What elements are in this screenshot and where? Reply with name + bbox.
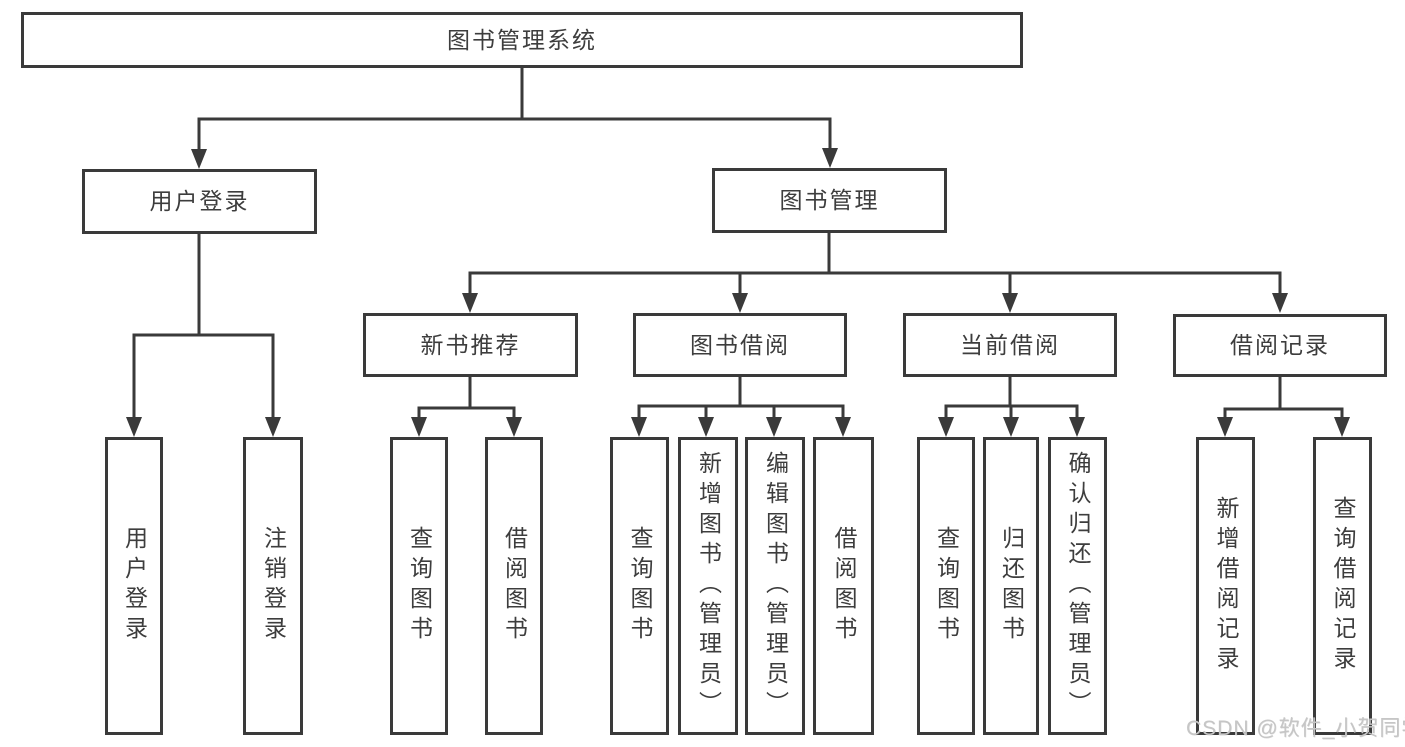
node-book-management: 图书管理 — [712, 168, 947, 233]
leaf-logout: 注销登录 — [243, 437, 303, 735]
node-label: 查询借阅记录 — [1330, 496, 1356, 676]
node-borrowing-records: 借阅记录 — [1173, 314, 1387, 377]
node-book-borrowing: 图书借阅 — [633, 313, 847, 377]
node-label: 新增借阅记录 — [1213, 496, 1239, 676]
node-label: 当前借阅 — [960, 331, 1060, 358]
node-label: 借阅图书 — [501, 526, 528, 646]
leaf-borrow-books-recommend: 借阅图书 — [485, 437, 543, 735]
node-current-borrowing: 当前借阅 — [903, 313, 1117, 377]
node-new-book-recommendation: 新书推荐 — [363, 313, 578, 377]
node-label: 图书管理 — [779, 187, 880, 213]
node-label: 归还图书 — [998, 526, 1025, 646]
leaf-query-borrow-record: 查询借阅记录 — [1313, 437, 1372, 735]
node-label: 用户登录 — [149, 188, 250, 214]
node-library-system: 图书管理系统 — [21, 12, 1023, 68]
node-label: 用户登录 — [121, 526, 148, 646]
leaf-query-books-current: 查询图书 — [917, 437, 975, 735]
leaf-edit-book-admin: 编辑图书（管理员） — [745, 437, 805, 735]
leaf-add-book-admin: 新增图书（管理员） — [678, 437, 738, 735]
node-label: 图书借阅 — [690, 331, 790, 358]
node-label: 图书管理系统 — [447, 26, 597, 53]
leaf-borrow-books-borrowing: 借阅图书 — [813, 437, 874, 735]
node-label: 查询图书 — [933, 526, 960, 646]
leaf-query-books-recommend: 查询图书 — [390, 437, 448, 735]
leaf-query-books-borrowing: 查询图书 — [610, 437, 669, 735]
node-label: 确认归还（管理员） — [1065, 451, 1091, 721]
node-label: 借阅图书 — [831, 526, 857, 646]
node-label: 注销登录 — [260, 526, 287, 646]
leaf-add-borrow-record: 新增借阅记录 — [1196, 437, 1255, 735]
node-label: 新书推荐 — [420, 331, 521, 358]
node-label: 查询图书 — [627, 526, 653, 646]
leaf-user-login: 用户登录 — [105, 437, 163, 735]
node-user-login: 用户登录 — [82, 169, 317, 234]
watermark: CSDN @软件_小贺同学 — [1186, 717, 1405, 740]
node-label: 新增图书（管理员） — [695, 451, 722, 721]
leaf-confirm-return-admin: 确认归还（管理员） — [1048, 437, 1107, 735]
node-label: 编辑图书（管理员） — [762, 451, 789, 721]
leaf-return-book: 归还图书 — [983, 437, 1039, 735]
node-label: 借阅记录 — [1230, 332, 1330, 358]
node-label: 查询图书 — [406, 526, 433, 646]
